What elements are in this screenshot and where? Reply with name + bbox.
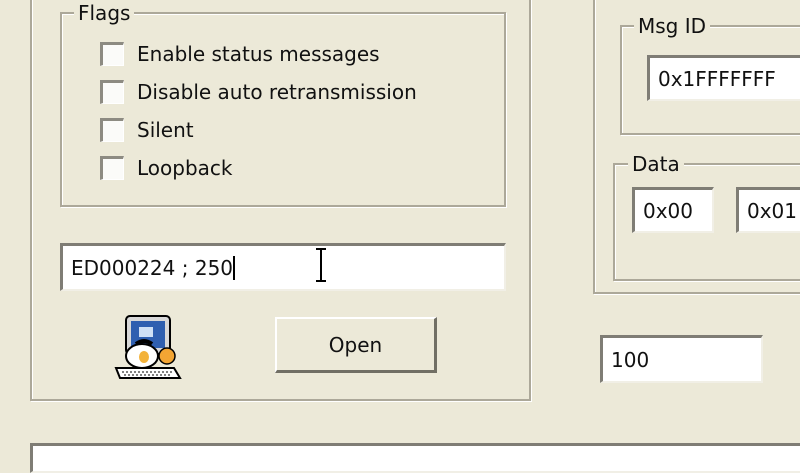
data-byte-0-value: 0x00 bbox=[643, 198, 694, 223]
text-cursor-icon bbox=[314, 248, 328, 282]
flags-group bbox=[60, 12, 506, 207]
flags-group-title: Flags bbox=[74, 2, 135, 24]
data-group-title: Data bbox=[628, 153, 684, 175]
loopback-checkbox[interactable] bbox=[100, 156, 124, 180]
msg-id-group-title: Msg ID bbox=[634, 15, 711, 37]
open-button-label: Open bbox=[328, 332, 383, 357]
silent-label[interactable]: Silent bbox=[137, 118, 194, 142]
open-button[interactable]: Open bbox=[275, 317, 437, 373]
device-input-value: ED000224 ; 250 bbox=[71, 255, 234, 280]
enable-status-messages-label[interactable]: Enable status messages bbox=[137, 42, 380, 66]
log-output-box[interactable] bbox=[30, 443, 800, 473]
disable-auto-retransmission-checkbox[interactable] bbox=[100, 80, 124, 104]
connection-group bbox=[30, 0, 531, 401]
data-byte-1-value: 0x01 bbox=[747, 198, 798, 223]
data-byte-0-input[interactable]: 0x00 bbox=[632, 187, 714, 233]
period-input[interactable]: 100 bbox=[600, 335, 763, 383]
msg-id-input[interactable]: 0x1FFFFFFF bbox=[647, 55, 800, 101]
msg-id-value: 0x1FFFFFFF bbox=[658, 66, 776, 91]
data-byte-1-input[interactable]: 0x01 bbox=[736, 187, 800, 233]
text-caret bbox=[233, 255, 236, 280]
computer-penguin-icon bbox=[112, 314, 184, 382]
device-input[interactable]: ED000224 ; 250 bbox=[60, 243, 506, 291]
data-group bbox=[613, 163, 800, 281]
period-input-value: 100 bbox=[611, 347, 650, 372]
loopback-label[interactable]: Loopback bbox=[137, 156, 233, 180]
message-group bbox=[593, 0, 800, 294]
enable-status-messages-checkbox[interactable] bbox=[100, 42, 124, 66]
silent-checkbox[interactable] bbox=[100, 118, 124, 142]
disable-auto-retransmission-label[interactable]: Disable auto retransmission bbox=[137, 80, 417, 104]
